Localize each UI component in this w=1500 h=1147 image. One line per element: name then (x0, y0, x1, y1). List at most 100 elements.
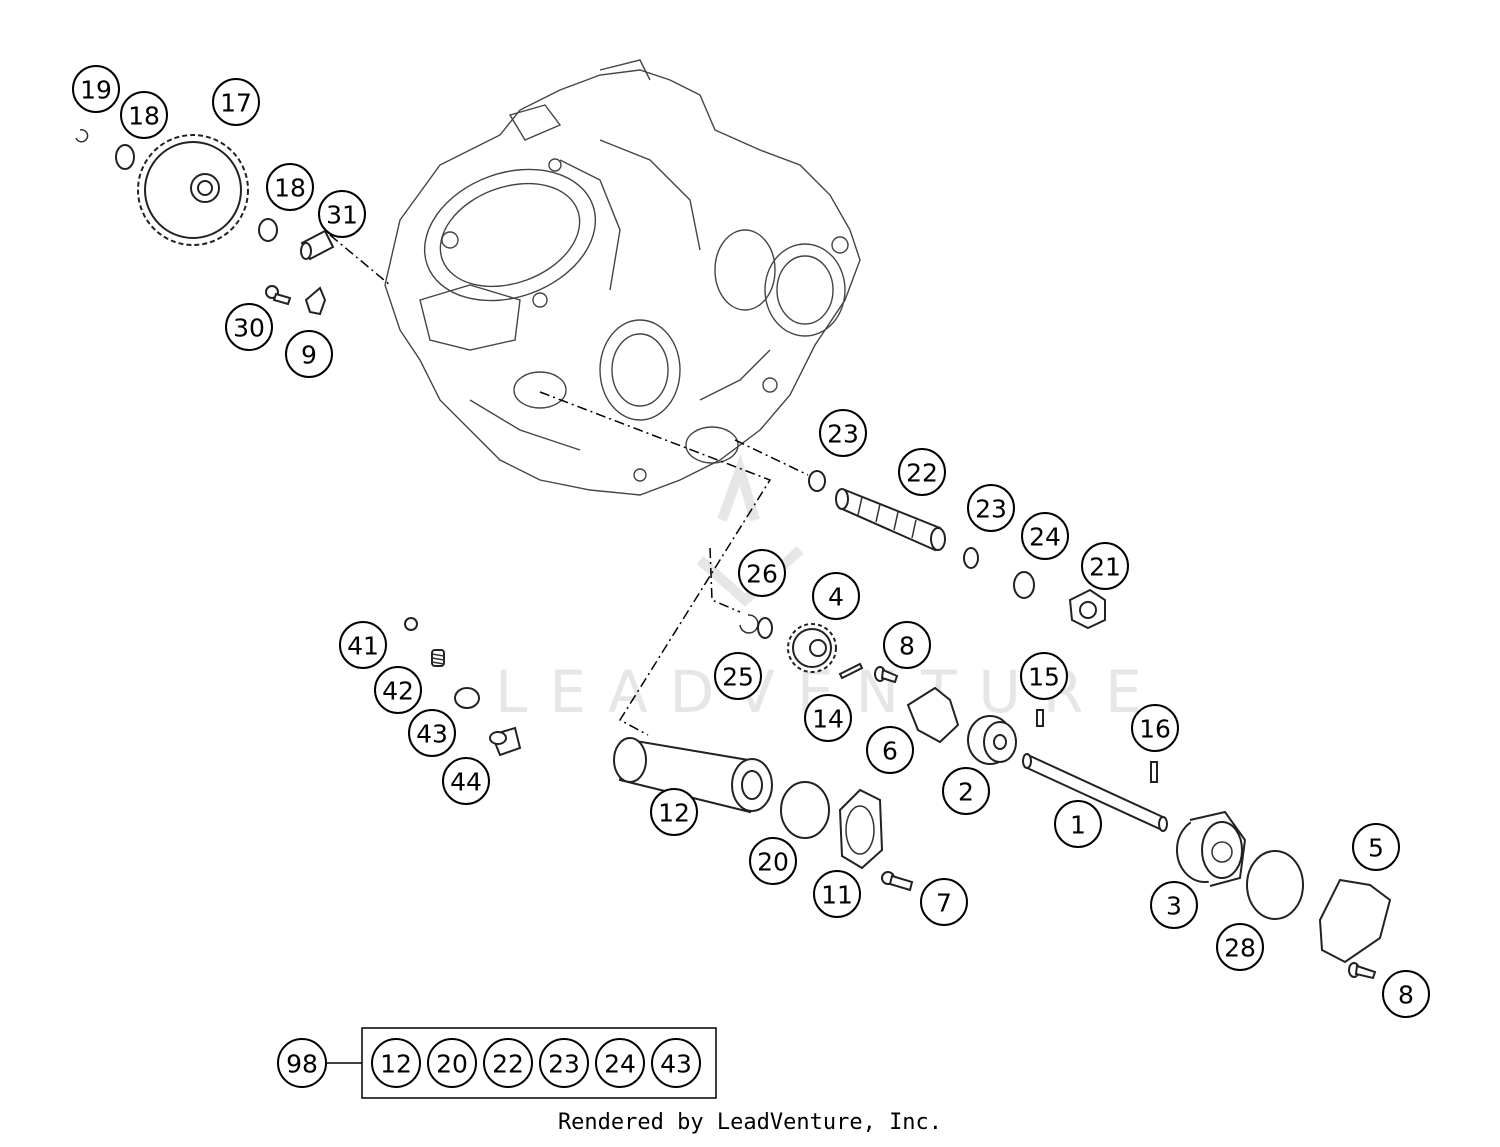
callout-circle (819, 409, 867, 457)
callout-number: 24 (604, 1050, 636, 1079)
callout-circle (1216, 923, 1264, 971)
callout-circle (212, 78, 260, 126)
callout-circle (1054, 800, 1102, 848)
cover-6 (906, 686, 960, 744)
callout-circle (812, 572, 860, 620)
filter-12 (613, 737, 773, 814)
gear-17 (137, 134, 249, 246)
kit-item-23: 23 (539, 1038, 589, 1088)
pin-14 (838, 662, 864, 680)
callout-31: 31 (318, 190, 366, 238)
footer-credit: Rendered by LeadVenture, Inc. (557, 1110, 943, 1135)
callout-18: 18 (266, 163, 314, 211)
callout-number: 22 (492, 1050, 524, 1079)
callout-number: 20 (757, 848, 789, 877)
callout-number: 12 (658, 799, 690, 828)
callout-26: 26 (738, 549, 786, 597)
callout-number: 6 (882, 737, 898, 766)
callout-number: 42 (382, 677, 414, 706)
callout-circle (714, 652, 762, 700)
callout-number: 44 (450, 768, 482, 797)
callout-circle (866, 726, 914, 774)
callout-number: 43 (660, 1050, 692, 1079)
callout-number: 20 (436, 1050, 468, 1079)
callout-circle (650, 788, 698, 836)
pin-15 (1036, 709, 1044, 727)
washer-18-lower (258, 218, 278, 242)
callout-circle (749, 837, 797, 885)
callout-circle (408, 709, 456, 757)
callout-15: 15 (1020, 652, 1068, 700)
callout-11: 11 (813, 870, 861, 918)
callout-number: 22 (906, 459, 938, 488)
callout-number: 98 (286, 1050, 318, 1079)
callout-18: 18 (120, 91, 168, 139)
callout-circle (277, 1038, 327, 1088)
callout-22: 22 (898, 448, 946, 496)
callout-number: 14 (812, 705, 844, 734)
callout-number: 8 (899, 632, 915, 661)
callout-circle (1131, 704, 1179, 752)
callout-number: 3 (1166, 892, 1182, 921)
cover-5 (1318, 878, 1392, 964)
callout-number: 43 (416, 720, 448, 749)
callout-circle (442, 757, 490, 805)
oring-23-upper (808, 470, 826, 492)
callout-21: 21 (1081, 542, 1129, 590)
callout-number: 23 (975, 495, 1007, 524)
callout-circle (427, 1038, 477, 1088)
callout-7: 7 (920, 878, 968, 926)
kit-box: 98 12 20 22 23 24 43 (277, 1027, 717, 1099)
callout-circle (318, 190, 366, 238)
callout-number: 21 (1089, 553, 1121, 582)
cover-11 (838, 788, 884, 870)
callout-6: 6 (866, 726, 914, 774)
callout-number: 9 (301, 341, 317, 370)
callout-number: 17 (220, 89, 252, 118)
kit-item-12: 12 (371, 1038, 421, 1088)
circlip-26 (739, 614, 759, 634)
callout-14: 14 (804, 694, 852, 742)
callout-8: 8 (1382, 970, 1430, 1018)
callout-20: 20 (749, 837, 797, 885)
callout-number: 23 (827, 420, 859, 449)
callout-number: 25 (722, 663, 754, 692)
ball-41 (404, 617, 418, 631)
callout-44: 44 (442, 757, 490, 805)
callout-number: 7 (936, 889, 952, 918)
washer-18-upper (115, 144, 135, 170)
washer-43 (454, 687, 480, 709)
screw-30 (265, 285, 292, 306)
plug-21 (1068, 588, 1106, 630)
oring-24 (1013, 571, 1035, 599)
callout-number: 16 (1139, 715, 1171, 744)
callout-5: 5 (1352, 823, 1400, 871)
kit-item-20: 20 (427, 1038, 477, 1088)
callout-43: 43 (408, 709, 456, 757)
callout-circle (285, 330, 333, 378)
callout-circle (813, 870, 861, 918)
filter-22 (835, 488, 946, 552)
callout-circle (1150, 881, 1198, 929)
callout-number: 18 (274, 174, 306, 203)
callout-17: 17 (212, 78, 260, 126)
callout-28: 28 (1216, 923, 1264, 971)
callout-number: 4 (828, 583, 844, 612)
callout-circle (738, 549, 786, 597)
circlip-19 (75, 129, 89, 143)
sprocket-4 (787, 623, 837, 673)
callout-circle (942, 767, 990, 815)
callout-23: 23 (967, 484, 1015, 532)
screw-7 (881, 871, 914, 892)
callout-number: 24 (1029, 523, 1061, 552)
pin-31 (300, 229, 335, 261)
oring-20 (780, 781, 830, 839)
callout-8: 8 (883, 621, 931, 669)
callout-9: 9 (285, 330, 333, 378)
callout-41: 41 (339, 621, 387, 669)
plate-9 (304, 286, 327, 316)
callout-number: 18 (128, 102, 160, 131)
oring-23-lower (963, 547, 979, 569)
